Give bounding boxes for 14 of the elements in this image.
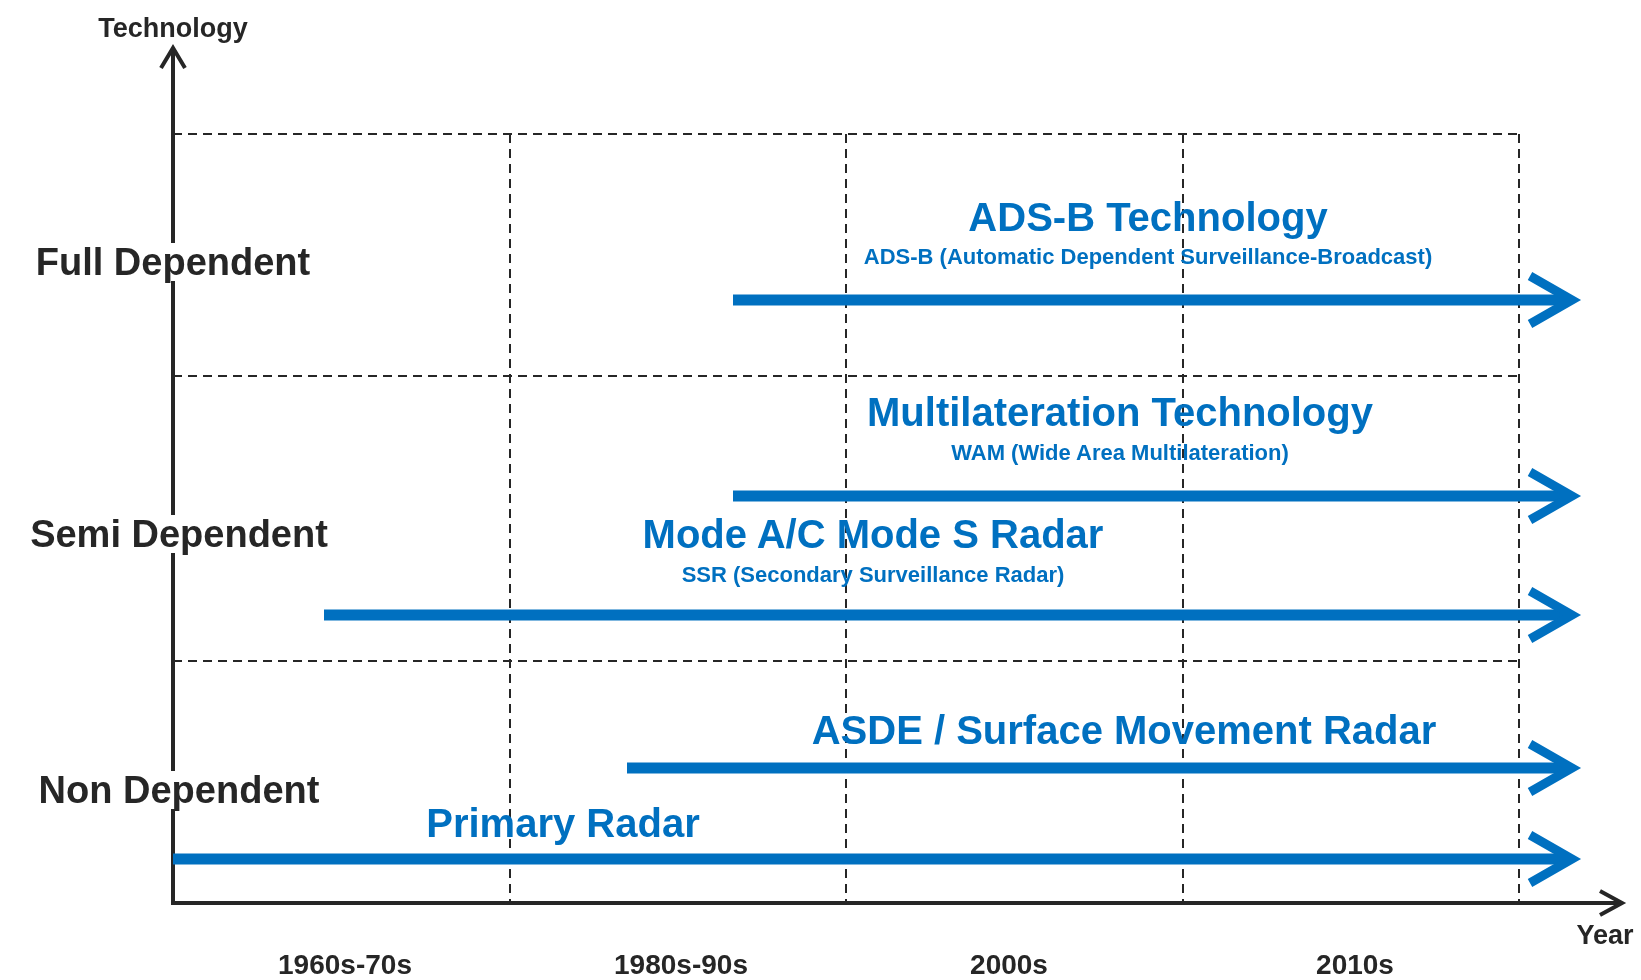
decade-label: 2010s <box>1316 951 1394 979</box>
technology-title: Primary Radar <box>426 803 700 843</box>
decade-label: 1960s-70s <box>278 951 412 979</box>
decade-label: 2000s <box>970 951 1048 979</box>
technology-title: ADS-B Technology <box>968 197 1328 237</box>
technology-subtitle: ADS-B (Automatic Dependent Surveillance-Broadcast) <box>863 246 1433 268</box>
technology-title: Mode A/C Mode S Radar <box>642 514 1104 554</box>
technology-subtitle: WAM (Wide Area Multilateration) <box>951 442 1289 464</box>
axis-title: Technology <box>98 14 248 42</box>
technology-title: Multilateration Technology <box>867 392 1373 432</box>
decade-label: 1980s-90s <box>614 951 748 979</box>
technology-subtitle: SSR (Secondary Surveillance Radar) <box>681 564 1065 586</box>
technology-title: ASDE / Surface Movement Radar <box>811 710 1437 750</box>
axis-title: Year <box>1576 921 1634 949</box>
